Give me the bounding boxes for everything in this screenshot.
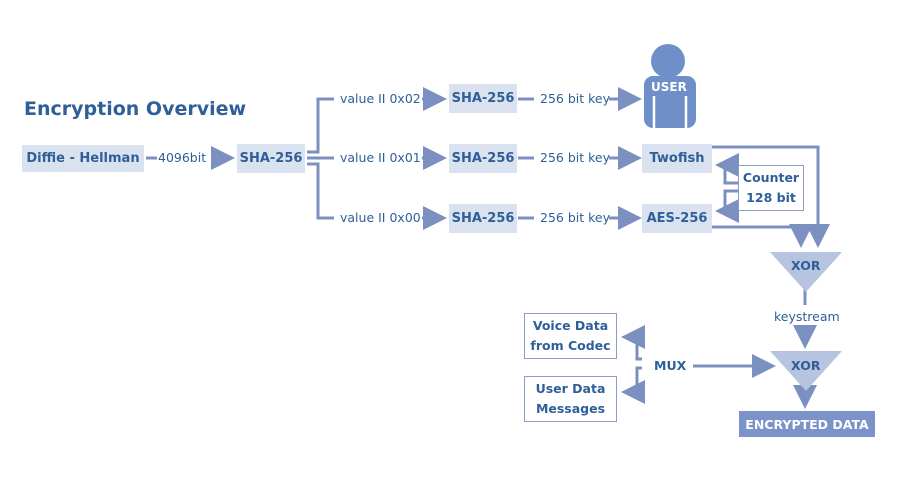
key-00-label: 256 bit key (540, 210, 610, 225)
key-02-label: 256 bit key (540, 91, 610, 106)
voice-line2: from Codec (530, 338, 611, 353)
key-01-label: 256 bit key (540, 150, 610, 165)
xor-top-label: XOR (791, 258, 821, 273)
branch-00 (307, 162, 334, 220)
aes-box: AES-256 (642, 204, 712, 233)
diffie-hellman-box: Diffie - Hellman (22, 145, 144, 172)
userdata-line1: User Data (535, 381, 606, 396)
dh-bits-label: 4096bit (158, 150, 207, 165)
value-01-label: value II 0x01 (340, 150, 421, 165)
page-title: Encryption Overview (24, 98, 247, 120)
userdata-line2: Messages (535, 401, 606, 416)
counter-box: Counter 128 bit (738, 165, 804, 211)
xor-top-shape (770, 252, 842, 292)
user-icon (644, 44, 696, 128)
twofish-box: Twofish (642, 144, 712, 173)
sha-01-box: SHA-256 (449, 144, 517, 173)
counter-line2: 128 bit (746, 190, 796, 205)
user-data-box: User Data Messages (524, 376, 617, 422)
voice-line1: Voice Data (532, 318, 609, 333)
value-00-label: value II 0x00 (340, 210, 421, 225)
counter-line1: Counter (742, 170, 800, 185)
mux-label: MUX (654, 358, 687, 373)
xor-bottom-shape (770, 351, 842, 391)
encrypted-data-box: ENCRYPTED DATA (739, 411, 875, 437)
xor-bottom-label: XOR (791, 358, 821, 373)
user-label: USER (651, 80, 687, 94)
keystream-label: keystream (774, 309, 840, 324)
sha-00-box: SHA-256 (449, 204, 517, 233)
voice-data-box: Voice Data from Codec (524, 313, 617, 359)
branch-02 (307, 97, 334, 154)
sha-02-box: SHA-256 (449, 84, 517, 113)
sha-main-box: SHA-256 (237, 144, 305, 173)
value-02-label: value II 0x02 (340, 91, 421, 106)
